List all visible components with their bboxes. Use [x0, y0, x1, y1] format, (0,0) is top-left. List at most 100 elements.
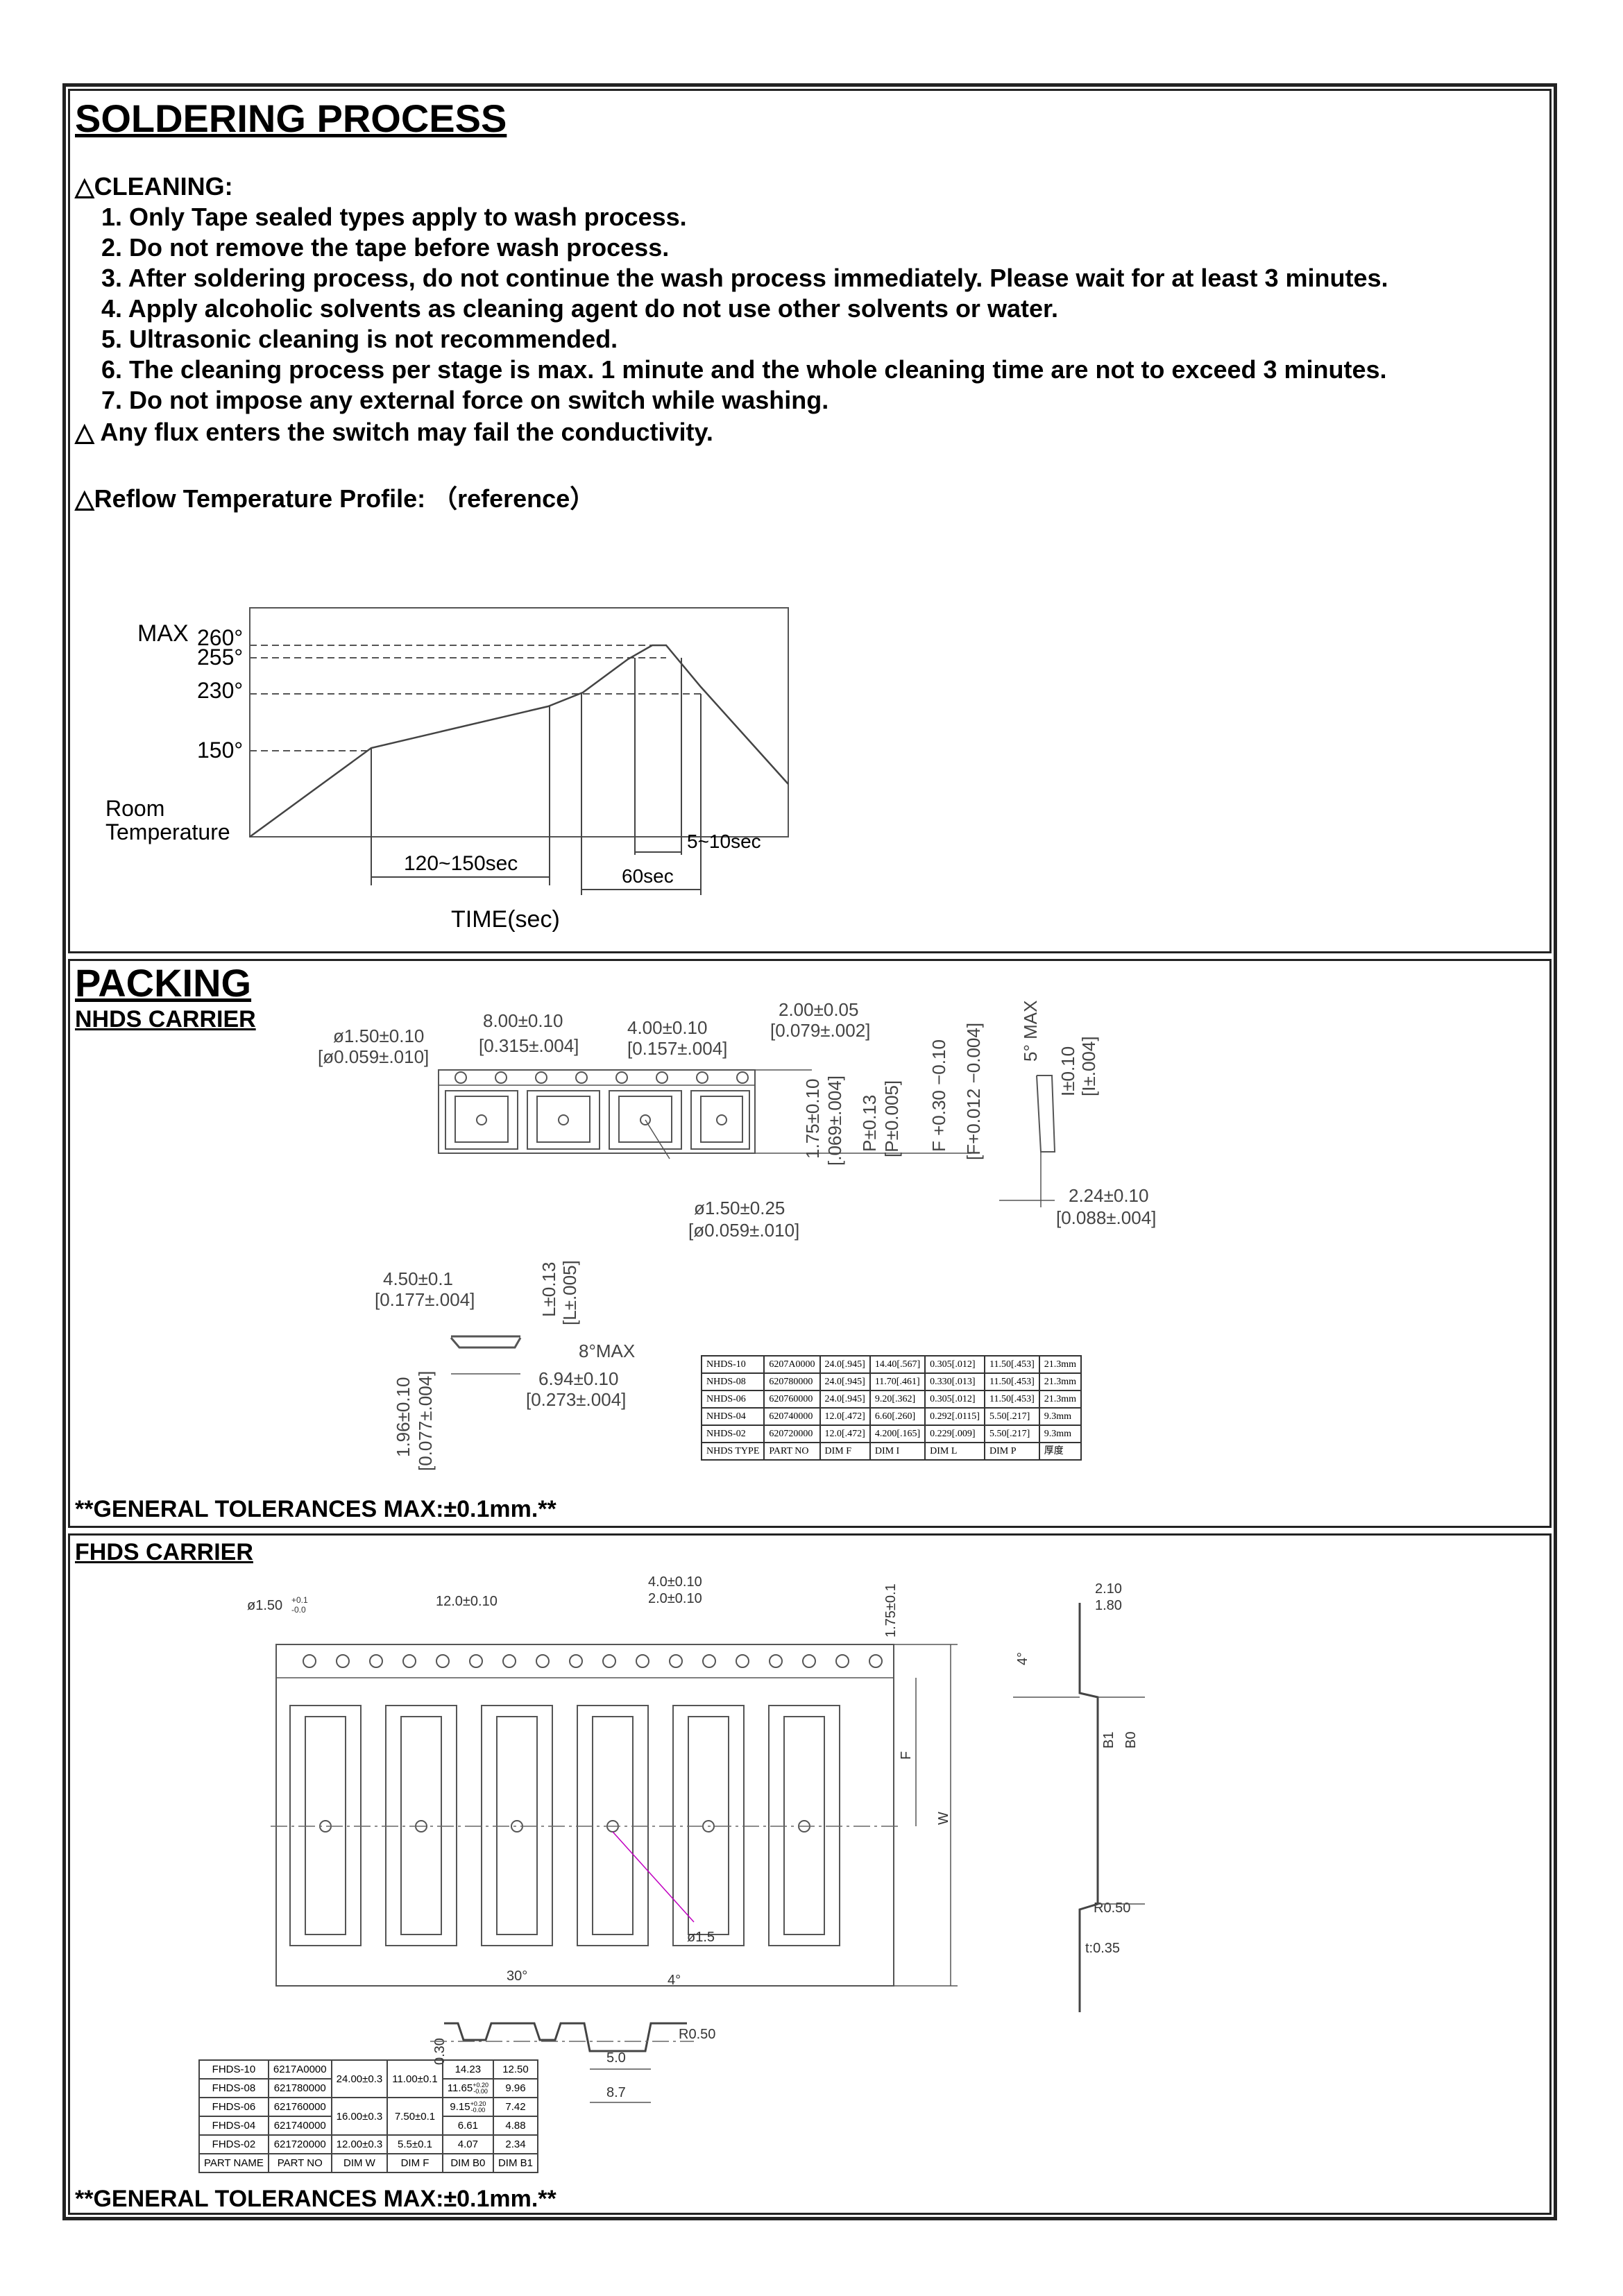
dim: [0.315±.004]: [479, 1035, 579, 1056]
table-cell: PART NO: [763, 1442, 821, 1461]
table-cell: DIM F: [819, 1442, 871, 1461]
preheat-duration: 120~150sec: [404, 852, 518, 875]
dim: 5.0: [606, 2050, 626, 2066]
table-cell: FHDS-06: [198, 2097, 269, 2117]
tolerance-note: **GENERAL TOLERANCES MAX:±0.1mm.**: [75, 1496, 556, 1522]
table-cell: 5.50[.217]: [983, 1425, 1040, 1443]
table-cell: 11.70[.461]: [869, 1372, 926, 1391]
dim: [0.088±.004]: [1056, 1207, 1156, 1228]
dim: W: [936, 1812, 951, 1825]
table-cell: 24.00±0.3: [330, 2059, 389, 2098]
table-cell: NHDS-08: [700, 1372, 765, 1391]
dim: 1.75±0.10: [802, 1079, 823, 1159]
dim: R0.50: [1094, 1900, 1130, 1916]
table-cell: DIM F: [386, 2153, 443, 2173]
table-cell: 6207A0000: [763, 1355, 821, 1374]
dim: 2.10: [1095, 1581, 1122, 1597]
table-cell: 621740000: [267, 2116, 332, 2136]
dim: 4.0±0.10: [648, 1574, 702, 1590]
dim: 4.00±0.10: [627, 1017, 707, 1038]
dim: 5° MAX: [1020, 1001, 1041, 1062]
table-cell: 621780000: [267, 2078, 332, 2098]
cleaning-step: 7. Do not impose any external force on s…: [101, 386, 829, 414]
table-cell: 5.5±0.1: [386, 2134, 443, 2154]
packing-title: PACKING: [75, 961, 252, 1005]
table-cell: 21.3mm: [1038, 1390, 1082, 1409]
soldering-title: SOLDERING PROCESS: [75, 96, 507, 140]
table-cell: 6.60[.260]: [869, 1407, 926, 1426]
dim: -0.0: [291, 1605, 306, 1615]
table-cell: 9.96: [492, 2078, 538, 2098]
dim: B1: [1101, 1732, 1116, 1749]
pockets: [289, 1705, 840, 1946]
dim: ø1.50: [247, 1598, 282, 1613]
table-cell: 7.42: [492, 2097, 538, 2117]
dim: [0.273±.004]: [526, 1389, 626, 1410]
dim: +0.1: [291, 1595, 308, 1605]
table-cell: FHDS-08: [198, 2078, 269, 2098]
table-cell: 5.50[.217]: [983, 1407, 1040, 1426]
dim: 30°: [507, 1968, 527, 1984]
dim: [0.157±.004]: [627, 1038, 727, 1059]
x-axis-label: TIME(sec): [451, 906, 560, 933]
cleaning-heading: △CLEANING:: [75, 172, 233, 201]
table-cell: 11.50[.453]: [983, 1372, 1040, 1391]
dim: ø1.5: [687, 1930, 715, 1945]
dim: L±0.13: [538, 1262, 559, 1317]
dim: 2.00±0.05: [779, 999, 858, 1020]
table-cell: 12.50: [492, 2059, 538, 2080]
table-cell: 2.34: [492, 2134, 538, 2154]
dim: B0: [1123, 1732, 1139, 1749]
dim: 8.00±0.10: [483, 1010, 563, 1031]
cleaning-step: 2. Do not remove the tape before wash pr…: [101, 233, 670, 262]
sprocket-holes: [303, 1654, 883, 1668]
table-cell: DIM P: [983, 1442, 1040, 1461]
nhds-section: [68, 959, 1552, 1528]
table-cell: 4.07: [441, 2134, 494, 2154]
table-cell: FHDS-10: [198, 2059, 269, 2080]
table-cell: 21.3mm: [1038, 1355, 1082, 1374]
dim: [ø0.059±.010]: [688, 1220, 799, 1241]
dim: [0.079±.002]: [770, 1020, 870, 1041]
dim: I±0.10: [1057, 1046, 1078, 1096]
above-duration: 60sec: [622, 865, 674, 887]
peak-duration: 5~10sec: [687, 831, 761, 852]
page-frame: [62, 83, 1557, 2220]
table-cell: 11.50[.453]: [983, 1390, 1040, 1409]
table-cell: 24.0[.945]: [819, 1390, 871, 1409]
dim: 0.30: [432, 2038, 448, 2065]
table-cell: 621760000: [267, 2097, 332, 2117]
table-cell: 9.3mm: [1038, 1425, 1082, 1443]
table-cell: 0.305[.012]: [924, 1355, 985, 1374]
flux-note: △ Any flux enters the switch may fail th…: [75, 418, 713, 446]
dim: F +0.30 −0.10: [928, 1039, 949, 1152]
table-cell: 620780000: [763, 1372, 821, 1391]
dim: t:0.35: [1085, 1941, 1120, 1956]
table-cell: DIM W: [330, 2153, 389, 2173]
table-cell: PART NAME: [198, 2153, 269, 2173]
dim: [ø0.059±.010]: [318, 1046, 429, 1067]
dim: [0.177±.004]: [375, 1289, 475, 1310]
table-cell: 620760000: [763, 1390, 821, 1409]
tolerance-note-2: **GENERAL TOLERANCES MAX:±0.1mm.**: [75, 2186, 556, 2212]
nhds-title: NHDS CARRIER: [75, 1006, 256, 1032]
tick-230: 230°: [197, 678, 243, 703]
table-cell: NHDS-04: [700, 1407, 765, 1426]
table-cell: DIM L: [924, 1442, 985, 1461]
table-cell: 6217A0000: [267, 2059, 332, 2080]
table-cell: 12.0[.472]: [819, 1425, 871, 1443]
table-cell: 12.0[.472]: [819, 1407, 871, 1426]
table-cell: DIM B0: [441, 2153, 494, 2173]
cleaning-step: 5. Ultrasonic cleaning is not recommende…: [101, 325, 618, 353]
dim: 8°MAX: [579, 1341, 635, 1361]
dim: ø1.50±0.10: [333, 1026, 424, 1046]
table-cell: 7.50±0.1: [386, 2097, 443, 2136]
fhds-title: FHDS CARRIER: [75, 1539, 253, 1565]
table-cell: 9.20[.362]: [869, 1390, 926, 1409]
